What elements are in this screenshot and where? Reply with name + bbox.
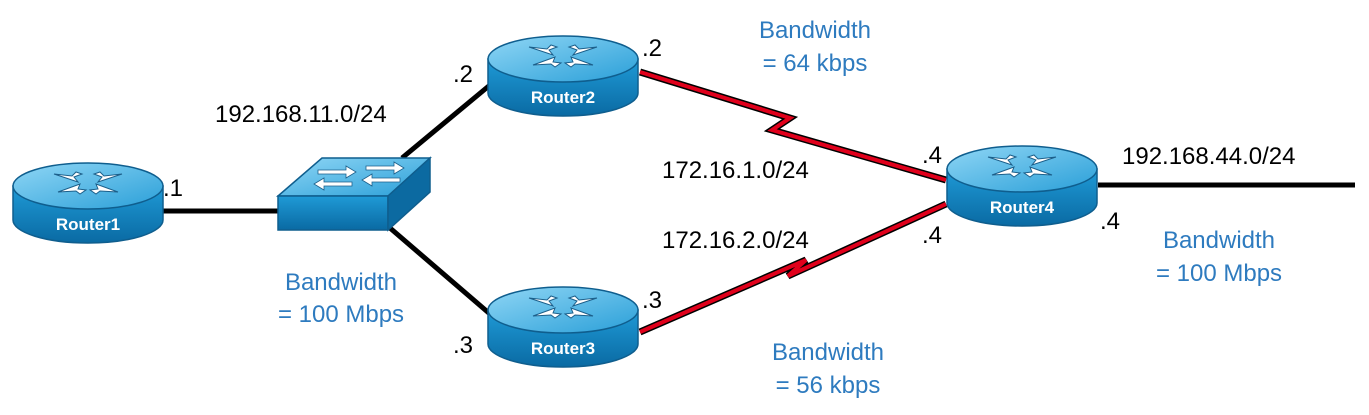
serial-link-router3-router4 <box>638 200 948 336</box>
router2[interactable]: Router2 <box>487 35 639 117</box>
switch[interactable] <box>275 156 432 232</box>
link-switch-router3 <box>388 226 492 316</box>
bandwidth-wan1-line1: Bandwidth <box>759 17 871 44</box>
bandwidth-lan44-line2: = 100 Mbps <box>1156 260 1282 287</box>
router1-label: Router1 <box>56 215 120 234</box>
interface-label-router4-lan: .4 <box>1100 208 1120 235</box>
interface-label-router2-lan: .2 <box>453 61 473 88</box>
bandwidth-lan44-line1: Bandwidth <box>1163 227 1275 254</box>
serial-link-router2-router4 <box>638 68 947 184</box>
network-label-wan2: 172.16.2.0/24 <box>662 227 809 254</box>
bandwidth-lan11-line2: = 100 Mbps <box>278 301 404 328</box>
interface-label-router1: .1 <box>163 175 183 202</box>
network-label-lan44: 192.168.44.0/24 <box>1122 143 1296 170</box>
network-label-wan1: 172.16.1.0/24 <box>662 157 809 184</box>
interface-label-router4-wan1: .4 <box>922 142 942 169</box>
bandwidth-wan1-line2: = 64 kbps <box>763 50 868 77</box>
interface-label-router2-wan: .2 <box>642 35 662 62</box>
bandwidth-wan2-line2: = 56 kbps <box>776 372 881 399</box>
router4-label: Router4 <box>990 198 1055 217</box>
router3[interactable]: Router3 <box>487 286 639 368</box>
router1[interactable]: Router1 <box>12 162 164 244</box>
link-switch-router2 <box>400 83 492 160</box>
router2-label: Router2 <box>531 88 595 107</box>
interface-label-router3-lan: .3 <box>453 332 473 359</box>
interface-label-router4-wan2: .4 <box>922 222 942 249</box>
network-label-lan11: 192.168.11.0/24 <box>215 101 387 128</box>
interface-label-router3-wan: .3 <box>642 287 662 314</box>
router3-label: Router3 <box>531 339 595 358</box>
bandwidth-wan2-line1: Bandwidth <box>772 339 884 366</box>
bandwidth-lan11-line1: Bandwidth <box>285 269 397 296</box>
switch-arrows-icon <box>313 161 405 191</box>
router4[interactable]: Router4 <box>946 145 1098 227</box>
